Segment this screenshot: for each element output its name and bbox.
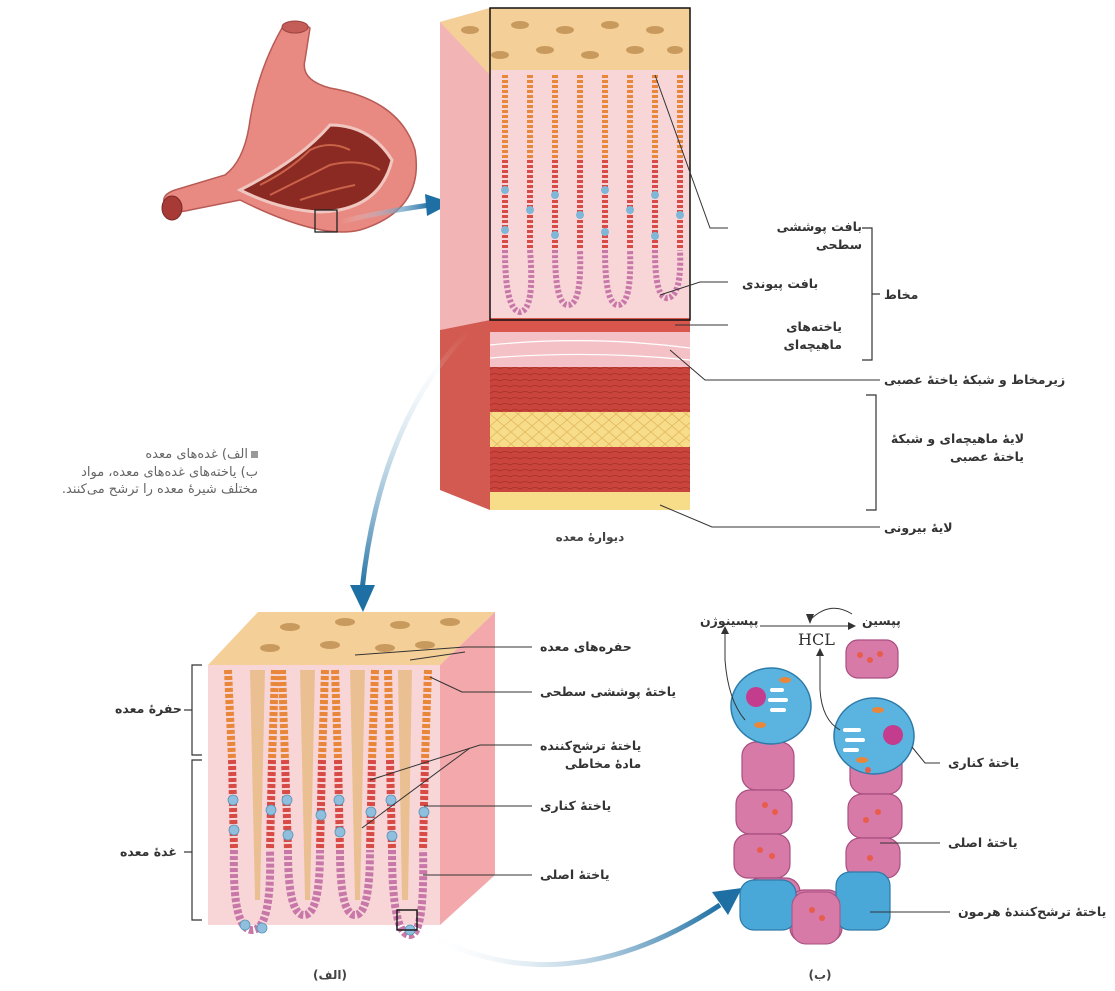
stomach-wall-block (440, 8, 690, 510)
label-hcl: HCL (798, 630, 835, 649)
label-mucus-cell-line-2: مادهٔ مخاطی (540, 755, 641, 773)
label-mucosa: مخاط (884, 286, 918, 304)
label-chief-cell-b: یاختهٔ اصلی (948, 834, 1018, 852)
caption-line-1: الف) غده‌های معده (145, 447, 248, 462)
figure-caption: الف) غده‌های معده ب) یاخته‌های غده‌های م… (8, 446, 258, 499)
label-mucus-cell: یاختهٔ ترشح‌کننده مادهٔ مخاطی (540, 737, 641, 773)
gland-bracket (184, 760, 202, 920)
label-connective-tissue: بافت پیوندی (742, 275, 818, 293)
label-pepsin: پپسین (862, 612, 901, 630)
caption-line-3: مختلف شیرهٔ معده را ترشح می‌کنند. (8, 481, 258, 499)
label-pepsinogen: پپسینوژن (700, 612, 758, 630)
caption-a: (الف) (300, 968, 360, 982)
label-hormone-cell: یاختهٔ ترشح‌کنندهٔ هرمون (958, 903, 1106, 921)
caption-line-2: ب) یاخته‌های غده‌های معده، مواد (8, 464, 258, 482)
label-surface-cell: یاختهٔ پوششی سطحی (540, 683, 676, 701)
label-muscular-layer: لایهٔ ماهیچه‌ای و شبکهٔ یاختهٔ عصبی (884, 430, 1024, 466)
bullet-square-icon (251, 451, 258, 458)
label-mucus-cell-line-1: یاختهٔ ترشح‌کننده (540, 737, 641, 755)
label-gastric-pits: حفره‌های معده (540, 638, 632, 656)
stomach-illustration (162, 21, 416, 232)
label-parietal-cell-b: یاختهٔ کناری (948, 754, 1019, 772)
pit-bracket (184, 665, 202, 755)
muscular-bracket (866, 395, 876, 510)
arrow-glands-to-cells (420, 905, 720, 965)
caption-b: (ب) (790, 968, 850, 982)
label-gastric-gland-side: غدهٔ معده (120, 843, 177, 861)
gastric-glands-block (208, 612, 495, 935)
label-submucosa: زیرمخاط و شبکهٔ یاختهٔ عصبی (884, 371, 1065, 389)
label-gastric-pit-side: حفرهٔ معده (115, 700, 182, 718)
label-muscle-cells: یاخته‌های ماهیچه‌ای (742, 318, 842, 354)
label-surface-epithelium: بافت پوششی سطحی (742, 218, 862, 254)
mucosa-bracket (862, 228, 880, 360)
caption-stomach-wall: دیوارهٔ معده (535, 530, 645, 544)
label-chief-cell-a: یاختهٔ اصلی (540, 866, 610, 884)
label-parietal-cell-a: یاختهٔ کناری (540, 797, 611, 815)
gland-cells-illustration (721, 608, 914, 944)
label-outer-layer: لایهٔ بیرونی (884, 519, 953, 537)
